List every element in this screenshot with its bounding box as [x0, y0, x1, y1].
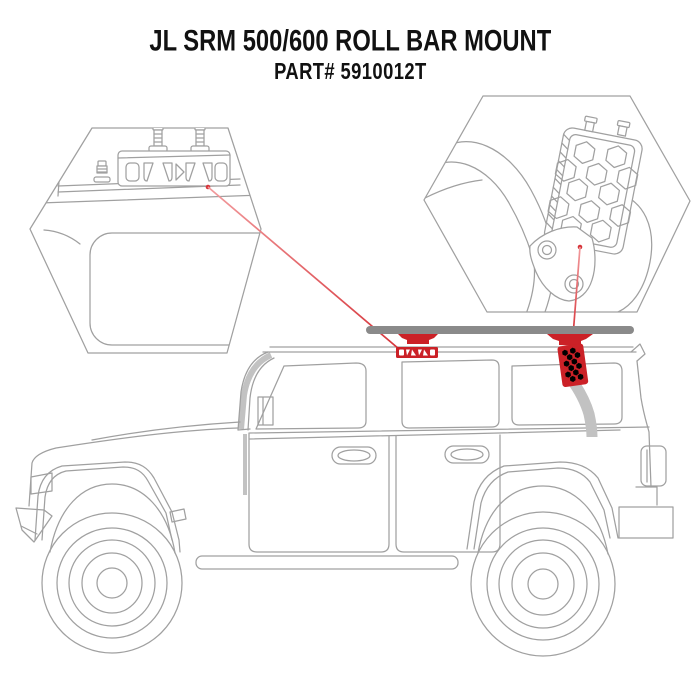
rear-door [395, 434, 501, 553]
rear-fender-flare-inner [473, 467, 611, 550]
front-wheel [41, 512, 183, 654]
roll-bar-tube-outer [436, 141, 555, 312]
page-title: JL SRM 500/600 ROLL BAR MOUNT [149, 24, 551, 58]
roof-rack-bar [366, 326, 634, 334]
front-mount-callout-art [39, 128, 261, 346]
mount-bracket-side-view [117, 150, 231, 187]
front-marker-light [169, 508, 187, 523]
rear-mount-callout [423, 95, 691, 313]
quarter-window [511, 362, 623, 426]
rear-bumper [618, 506, 674, 539]
front-fender-flare-outer [34, 461, 181, 553]
taillight [640, 445, 667, 487]
diagram-header: JL SRM 500/600 ROLL BAR MOUNT PART# 5910… [0, 24, 700, 85]
front-mount-bracket-cutouts [399, 349, 435, 356]
roof-rear-corner [630, 343, 646, 362]
hood-edge [28, 427, 239, 507]
vehicle-drawing [15, 343, 674, 657]
roll-bar-tube-upper [424, 179, 483, 199]
leader-line-front [207, 186, 400, 350]
hood-inner-edge [91, 421, 241, 441]
beltline-upper [249, 426, 650, 434]
rear-fender-flare-outer [466, 461, 619, 550]
rear-wheel-arch [477, 485, 609, 555]
windshield-outer [237, 351, 269, 431]
a-pillar-band [238, 352, 273, 430]
roll-bar-clamp [529, 226, 596, 302]
beltline-lower [249, 429, 621, 440]
front-mount-highlight [396, 334, 438, 358]
rear-mount-callout-art [424, 115, 653, 312]
roll-bar-tube-inner [424, 161, 536, 312]
front-door-window [255, 362, 367, 430]
front-door [248, 432, 390, 553]
body-panel-curve [611, 191, 653, 312]
rocker-step [195, 555, 459, 570]
front-mount-callout-hexagon [29, 127, 262, 354]
plate-top-bolts [584, 115, 631, 137]
front-mount-base [398, 334, 438, 344]
rear-wheel [470, 511, 616, 657]
windshield-inner [247, 357, 275, 431]
front-bumper-hook-line [20, 525, 38, 535]
rear-mount-base [547, 334, 593, 346]
part-number: PART# 5910012T [273, 58, 427, 84]
rear-body-edge [636, 360, 652, 488]
vent-panel [257, 396, 274, 426]
front-mount-callout [29, 127, 262, 354]
rear-door-handle [444, 445, 490, 464]
front-fender-flare-inner [41, 466, 173, 541]
roof-panel [89, 232, 261, 346]
rear-door-window [401, 359, 500, 429]
rear-panel-step [635, 486, 658, 506]
rear-mount-highlight [547, 334, 593, 388]
front-door-handle [331, 446, 377, 465]
honeycomb-plate [543, 115, 643, 255]
rail-end-cap [43, 180, 81, 245]
front-wheel-arch [49, 483, 176, 554]
front-fender-cap [30, 472, 53, 495]
cowl-line [237, 428, 251, 431]
rear-mount-plate [557, 343, 589, 388]
rear-mount-callout-hexagon [423, 95, 691, 313]
front-bumper-hook [15, 507, 53, 543]
leader-line-rear [572, 246, 581, 337]
rail-screw [93, 160, 111, 183]
